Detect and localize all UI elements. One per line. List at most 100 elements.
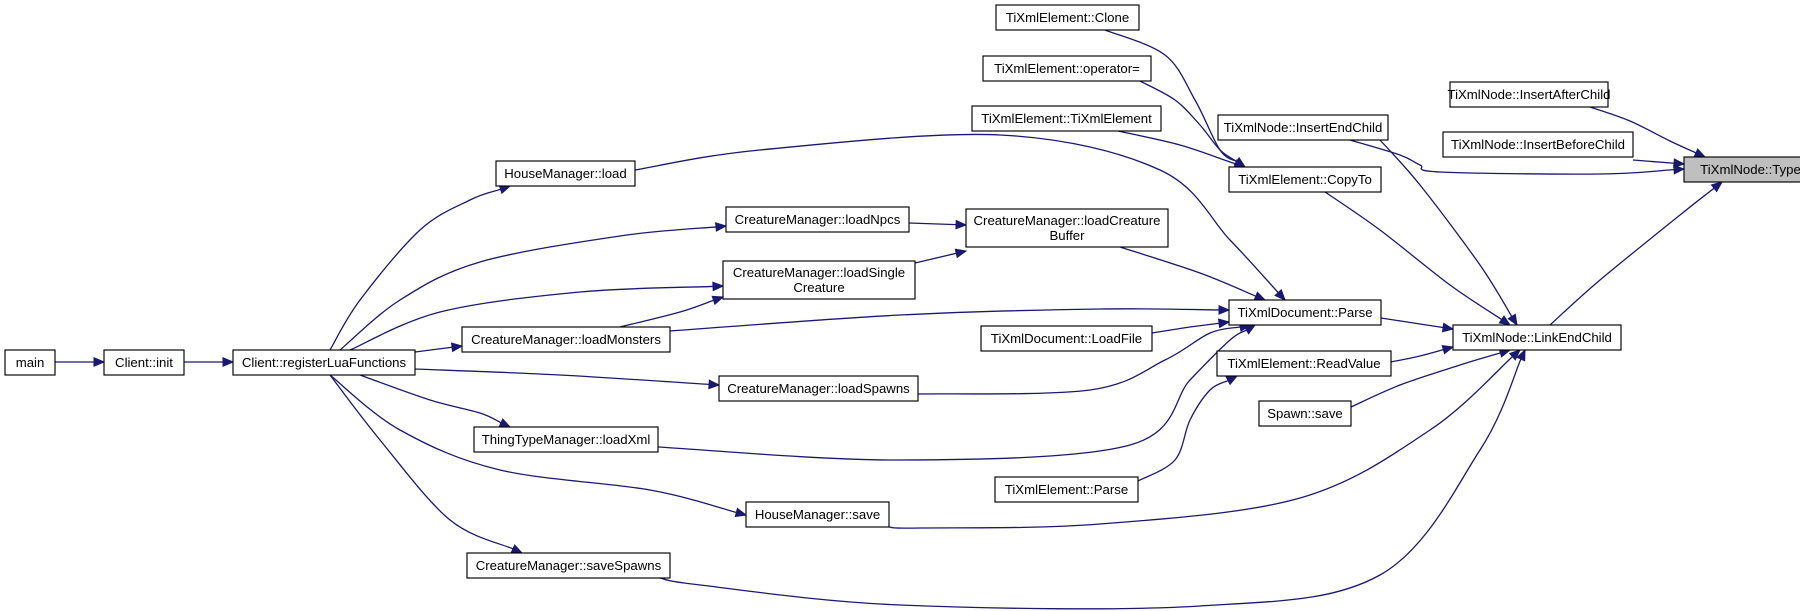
node-label: ThingTypeManager::loadXml: [482, 432, 651, 447]
arrowhead: [715, 222, 728, 232]
arrowhead: [954, 248, 968, 259]
arrowhead: [450, 342, 464, 353]
arrowhead: [1710, 181, 1724, 193]
node-spawnsave[interactable]: Spawn::save: [1258, 400, 1352, 427]
node-label: TiXmlDocument::Parse: [1237, 305, 1372, 320]
node-box: [466, 552, 671, 579]
node-ctor[interactable]: TiXmlElement::TiXmlElement: [971, 105, 1162, 132]
node-box: [965, 208, 1169, 248]
node-loadmonsters[interactable]: CreatureManager::loadMonsters: [461, 326, 671, 353]
node-type[interactable]: TiXmlNode::Type: [1683, 156, 1800, 183]
arrowhead: [1508, 349, 1521, 361]
edge-insertbefore-to-type: [1632, 158, 1686, 169]
node-box: [1216, 350, 1392, 377]
node-operator[interactable]: TiXmlElement::operator=: [982, 55, 1152, 82]
node-box: [473, 426, 659, 453]
edge-elemparse-to-readvalue: [1137, 375, 1239, 482]
node-label: TiXmlElement::TiXmlElement: [981, 111, 1152, 126]
node-readvalue[interactable]: TiXmlElement::ReadValue: [1216, 350, 1392, 377]
node-box: [1683, 156, 1800, 183]
node-label: TiXmlElement::ReadValue: [1227, 356, 1380, 371]
edge-loadnpcs-to-loadcreaturebuffer: [908, 219, 968, 230]
edge-loadmonsters-to-docparse: [669, 304, 1231, 332]
node-label: Client::registerLuaFunctions: [242, 355, 407, 370]
edge-linkend-to-type: [1549, 181, 1724, 326]
node-box: [495, 160, 636, 187]
node-box: [722, 260, 916, 300]
arrowhead: [1693, 148, 1707, 158]
node-linkend[interactable]: TiXmlNode::LinkEndChild: [1452, 324, 1622, 351]
arrowhead: [1441, 322, 1455, 333]
node-loadxml[interactable]: ThingTypeManager::loadXml: [473, 426, 659, 453]
arrowhead: [1516, 348, 1526, 362]
node-label: CreatureManager::saveSpawns: [476, 558, 662, 573]
edge-reglua-to-loadnpcs: [339, 222, 728, 351]
node-label: Spawn::save: [1267, 406, 1343, 421]
node-label: TiXmlElement::Clone: [1006, 10, 1129, 25]
node-clientinit[interactable]: Client::init: [103, 349, 185, 376]
node-box: [982, 55, 1152, 82]
node-box: [1442, 131, 1634, 158]
edge-loadfile-to-docparse: [1151, 318, 1231, 334]
node-clone[interactable]: TiXmlElement::Clone: [995, 4, 1140, 31]
node-box: [745, 501, 890, 528]
edge-reglua-to-hmsave: [329, 374, 748, 518]
node-box: [1228, 166, 1382, 193]
node-label: main: [16, 355, 45, 370]
edge-copyto-to-linkend: [1324, 191, 1512, 326]
arrowhead: [498, 418, 512, 428]
node-copyto[interactable]: TiXmlElement::CopyTo: [1228, 166, 1382, 193]
node-hmsave[interactable]: HouseManager::save: [745, 501, 890, 528]
node-loadspawns[interactable]: CreatureManager::loadSpawns: [718, 375, 919, 402]
edge-readvalue-to-linkend: [1390, 345, 1455, 363]
arrowhead: [1253, 291, 1267, 301]
node-savespawns[interactable]: CreatureManager::saveSpawns: [466, 552, 671, 579]
node-insertafter[interactable]: TiXmlNode::InsertAfterChild: [1448, 81, 1611, 108]
node-box: [103, 349, 185, 376]
edge-reglua-to-hmload: [329, 184, 512, 351]
node-loadnpcs[interactable]: CreatureManager::loadNpcs: [725, 206, 910, 233]
edge-clone-to-copyto: [1104, 29, 1247, 168]
arrowhead: [510, 544, 524, 554]
arrowhead: [955, 219, 968, 230]
node-label: TiXmlElement::operator=: [994, 61, 1140, 76]
node-box: [980, 325, 1153, 352]
node-main[interactable]: main: [4, 349, 56, 376]
node-box: [994, 476, 1139, 503]
node-loadfile[interactable]: TiXmlDocument::LoadFile: [980, 325, 1153, 352]
edge-insertend-to-linkend: [1379, 139, 1518, 327]
node-hmload[interactable]: HouseManager::load: [495, 160, 636, 187]
edge-reglua-to-loadspawns: [414, 368, 721, 390]
node-box: [1452, 324, 1622, 351]
node-box: [718, 375, 919, 402]
arrowhead: [1243, 324, 1257, 335]
node-box: [461, 326, 671, 353]
node-box: [725, 206, 910, 233]
edge-loadsingle-to-loadcreaturebuffer: [914, 248, 968, 264]
node-docparse[interactable]: TiXmlDocument::Parse: [1228, 299, 1382, 326]
node-insertend[interactable]: TiXmlNode::InsertEndChild: [1217, 114, 1389, 141]
arrowhead: [222, 357, 235, 367]
arrowhead: [1217, 318, 1231, 329]
edge-clientinit-to-reglua: [184, 357, 235, 367]
edge-main-to-clientinit: [55, 357, 106, 367]
arrowhead: [1225, 375, 1239, 386]
edge-hmsave-to-linkend: [888, 349, 1521, 529]
edge-spawnsave-to-linkend: [1350, 348, 1512, 408]
node-insertbefore[interactable]: TiXmlNode::InsertBeforeChild: [1442, 131, 1634, 158]
arrowhead: [708, 379, 721, 390]
node-reglua[interactable]: Client::registerLuaFunctions: [232, 349, 416, 376]
node-elemparse[interactable]: TiXmlElement::Parse: [994, 476, 1139, 503]
node-label: TiXmlDocument::LoadFile: [991, 331, 1142, 346]
arrowhead: [1673, 158, 1686, 169]
node-label: TiXmlNode::InsertEndChild: [1224, 120, 1383, 135]
node-label: Creature: [793, 280, 844, 295]
node-label: CreatureManager::loadSingle: [733, 265, 905, 280]
node-box: [1258, 400, 1352, 427]
node-box: [4, 349, 56, 376]
nodes-layer: TiXmlNode::Type TiXmlNode::InsertAfterChi…: [4, 4, 1800, 579]
arrowhead: [1218, 304, 1231, 315]
